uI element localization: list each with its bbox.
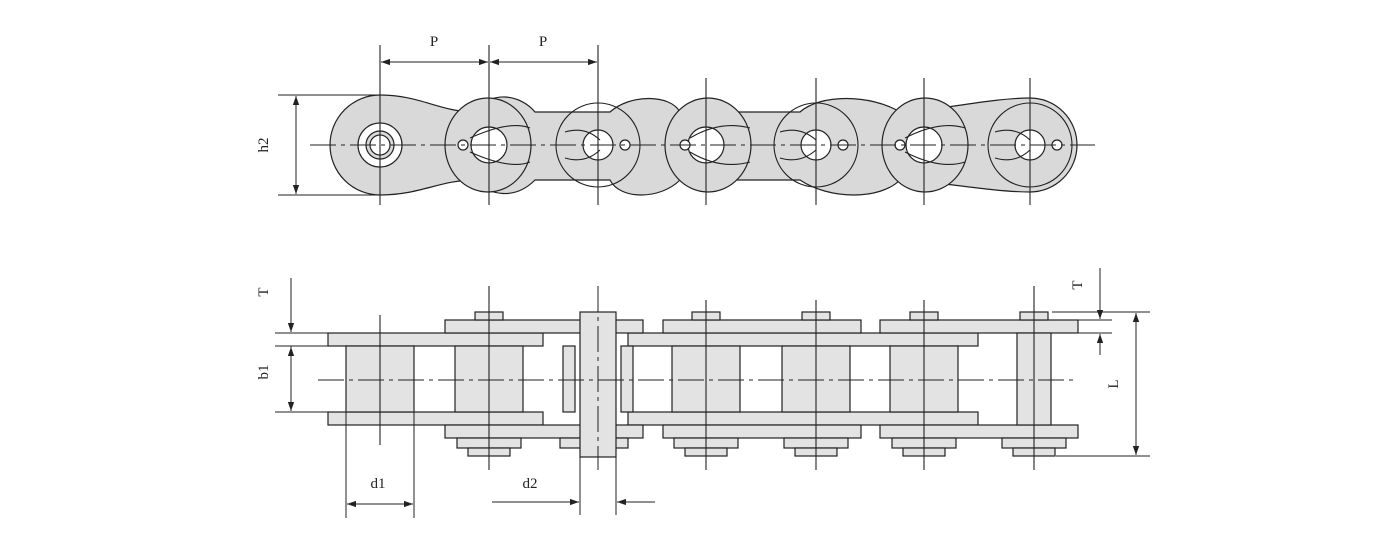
chain-plan-view: T b1 T L d1 [256,268,1150,518]
centerlines-side [310,45,1095,205]
plate-height-label: h2 [256,138,272,153]
roller-diameter-label: d1 [371,476,386,492]
spring-clips [457,125,1063,165]
pin-diameter-dimension: d2 [492,457,655,515]
thickness-label: T [256,287,272,296]
inner-plates-plan [327,332,979,426]
roller-diameter-dimension: d1 [345,412,415,518]
pin-length-dimension: L [1052,311,1150,457]
inner-width-label: b1 [256,365,272,380]
centerlines-plan [318,286,1075,470]
rollers-plan [345,332,1052,426]
pin-length-label: L [1106,379,1122,388]
pin-diameter-label: d2 [523,476,538,492]
plate-thickness-dimension-left: T [256,278,328,357]
inner-width-dimension: b1 [256,347,328,413]
plate-thickness-dimension-right: T [1070,268,1112,355]
thickness-label: T [1070,280,1086,289]
pitch-label: P [430,34,438,50]
pitch-label: P [539,34,547,50]
plate-height-dimension: h2 [256,94,378,196]
chain-side-view: P P h2 [256,34,1095,205]
pitch-dimension: P P [381,34,597,66]
